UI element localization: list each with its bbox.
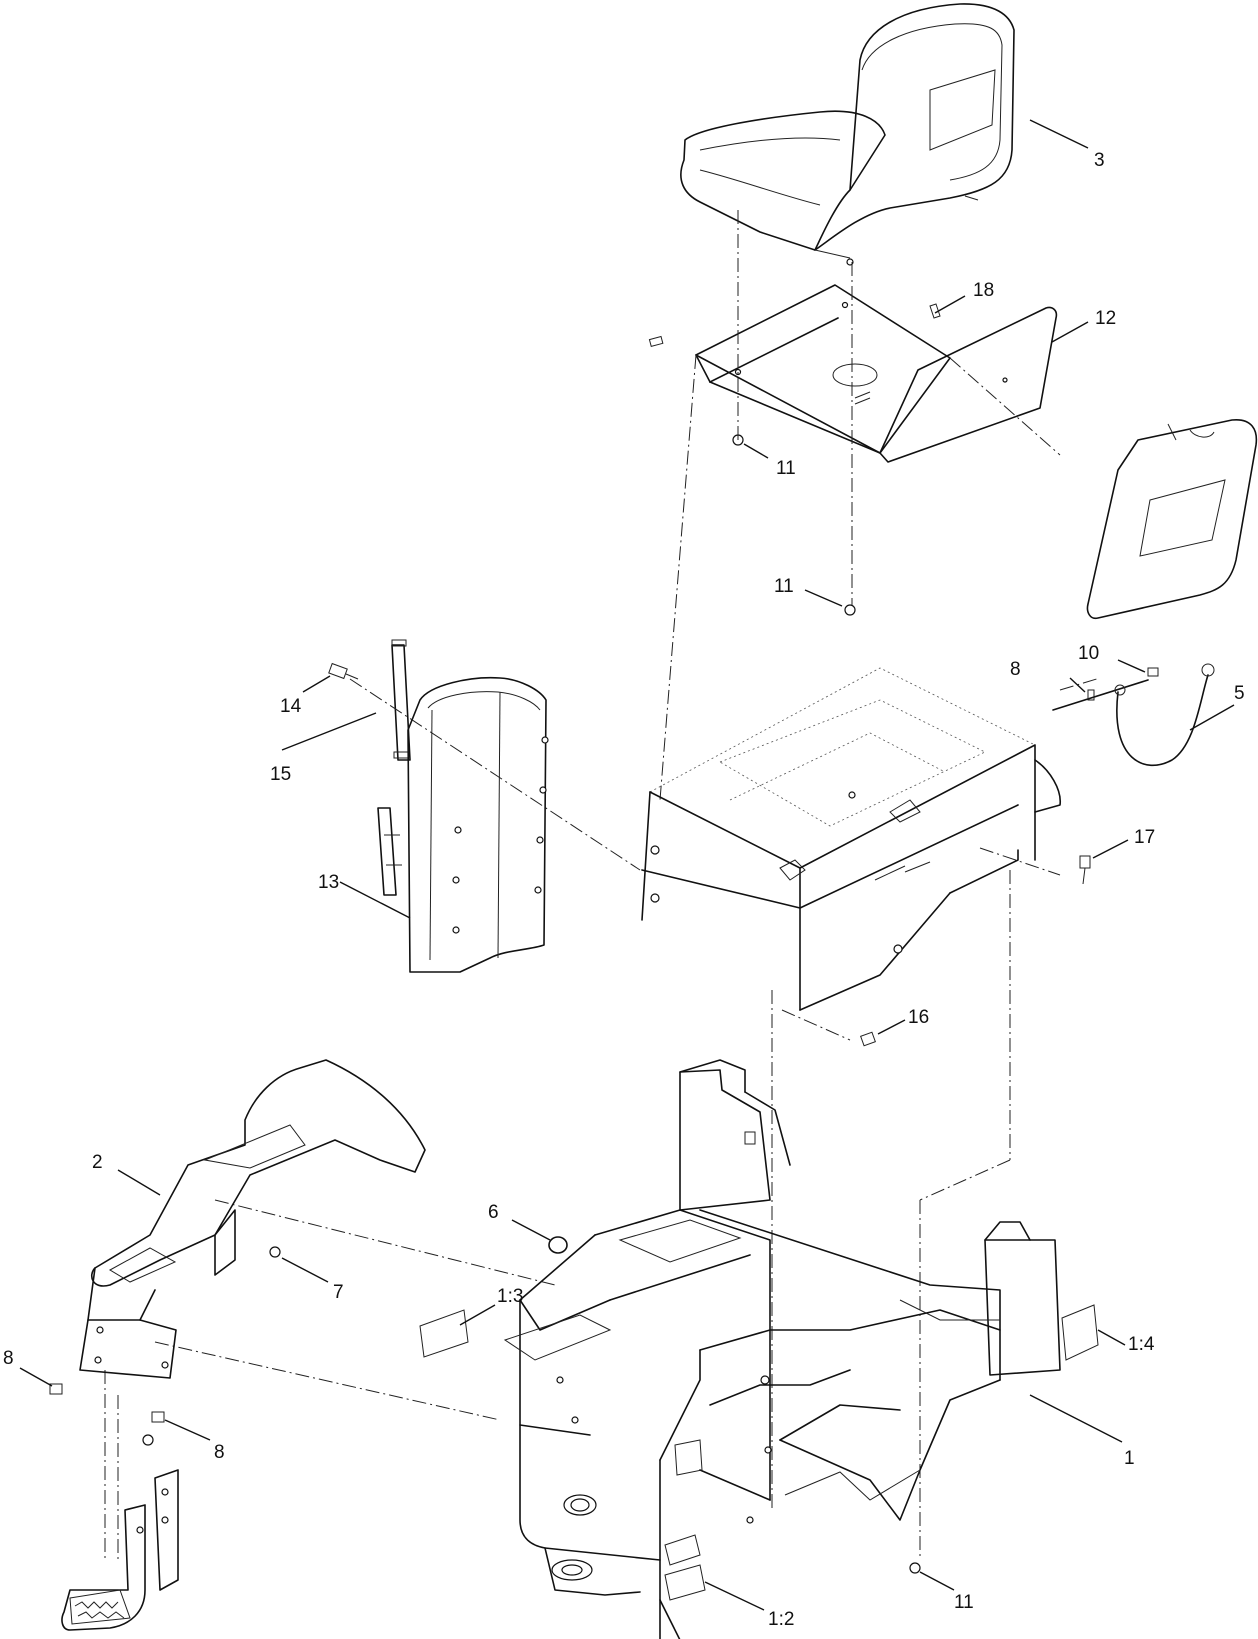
leader-line-13 (1189, 704, 1235, 731)
seat (680, 3, 1015, 266)
main-frame (503, 1059, 1061, 1639)
seat-base-box (641, 667, 1061, 1011)
bolt-8-left (49, 1383, 63, 1395)
bolt-17 (1079, 855, 1091, 885)
leader-line-18 (934, 295, 966, 314)
callout-11a: 11 (776, 458, 796, 479)
callout-12: 12 (1095, 308, 1116, 329)
leader-line-2 (117, 1169, 161, 1196)
leader-line-11c (919, 1571, 955, 1591)
decal-1-3 (419, 1309, 469, 1358)
leader-line-1-4 (1097, 1329, 1126, 1346)
callout-7: 7 (333, 1282, 344, 1303)
callout-14: 8 (1010, 659, 1021, 680)
leader-line-5 (339, 881, 411, 919)
leg-cover (407, 676, 549, 973)
leader-line-14 (1069, 677, 1086, 693)
callout-6: 6 (488, 1202, 499, 1223)
leader-line-7 (281, 1257, 329, 1283)
callout-1-3: 1:3 (497, 1286, 523, 1307)
callout-1-2: 1:2 (768, 1609, 794, 1630)
callout-17: 17 (1134, 827, 1155, 848)
assembly-lines (104, 210, 1101, 1560)
callout-1-4: 1:4 (1128, 1334, 1155, 1355)
leader-line-8b (19, 1367, 53, 1387)
leader-line-11b (804, 589, 843, 607)
leader-line-10 (281, 712, 377, 751)
leader-line-8c (164, 1419, 211, 1441)
leader-line-1 (1029, 1394, 1123, 1443)
callout-11c: 11 (954, 1592, 974, 1613)
leader-line-3 (1029, 119, 1089, 149)
nut-11-lower (909, 1562, 921, 1574)
step (61, 1434, 179, 1631)
leader-line-17 (1092, 839, 1129, 859)
callout-5: 13 (318, 872, 339, 893)
mount-bracket (377, 639, 411, 896)
callout-15: 10 (1078, 643, 1099, 664)
callout-18: 18 (973, 280, 994, 301)
foot-pan (79, 1059, 426, 1379)
callout-2: 2 (92, 1152, 103, 1173)
nut-7 (269, 1246, 281, 1258)
seat-mount-plate (695, 284, 1058, 463)
leader-line-12 (1051, 321, 1089, 343)
bolt-8-upper (328, 662, 359, 680)
cable-assembly (1052, 663, 1215, 767)
leader-line-15 (1117, 659, 1146, 673)
callout-1: 1 (1124, 1448, 1135, 1469)
callout-8b: 8 (3, 1348, 14, 1369)
leader-line-1-3 (459, 1304, 496, 1326)
leader-line-6 (511, 1219, 551, 1241)
callout-13: 5 (1234, 683, 1245, 704)
bolt-16 (860, 1031, 876, 1047)
bolt-8-right (151, 1411, 165, 1423)
leader-line-1-2 (704, 1581, 765, 1611)
leader-line-16 (877, 1019, 906, 1035)
leader-line-8a (302, 675, 331, 693)
cap-6 (548, 1236, 568, 1254)
callout-8c: 8 (214, 1442, 225, 1463)
callout-3: 3 (1094, 150, 1105, 171)
decal-1-4 (1061, 1304, 1099, 1361)
leader-line-11a (743, 443, 769, 459)
callout-8a: 14 (280, 696, 302, 717)
callout-10: 15 (270, 764, 291, 785)
callout-11b: 11 (774, 576, 794, 597)
seat-side-panel (1086, 419, 1258, 620)
callout-16: 16 (908, 1007, 929, 1028)
